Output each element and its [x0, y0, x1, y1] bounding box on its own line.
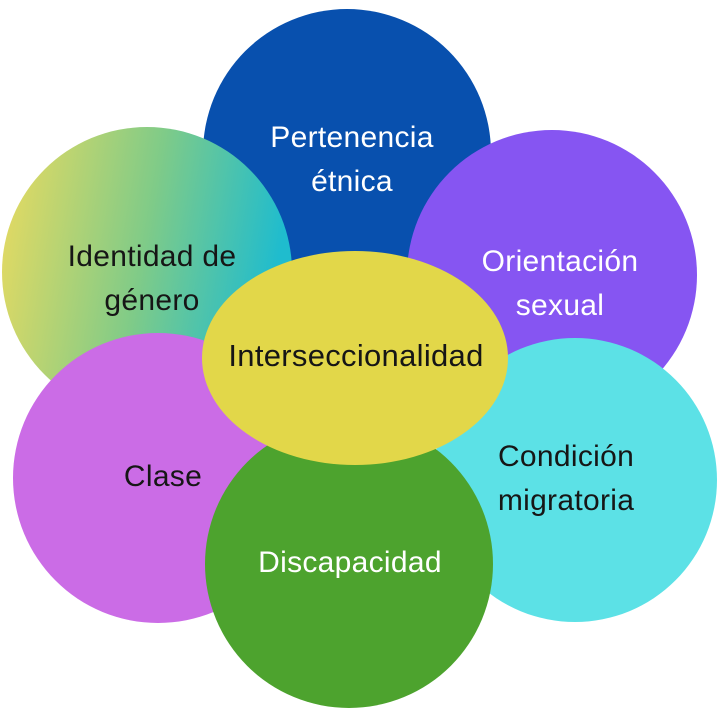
- circle-discapacidad: [205, 420, 493, 708]
- ellipse-interseccionalidad: [202, 251, 508, 465]
